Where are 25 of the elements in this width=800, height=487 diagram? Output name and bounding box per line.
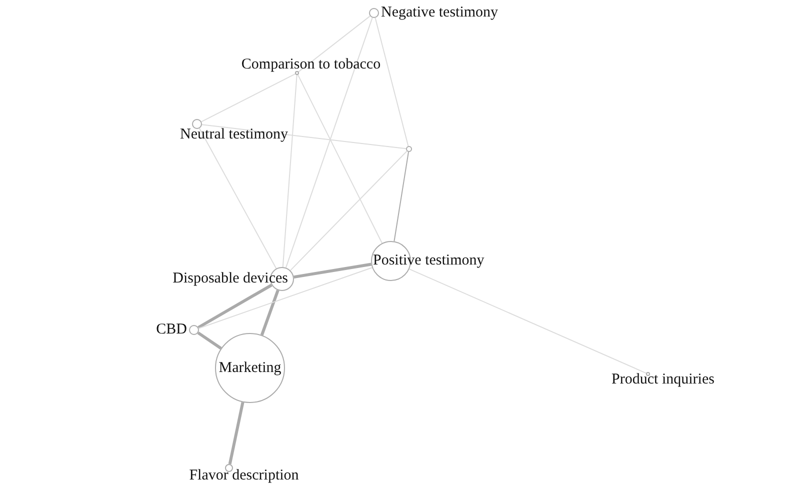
node-label: Negative testimony <box>381 6 498 20</box>
connector-line <box>198 128 277 269</box>
connector-line <box>198 267 373 329</box>
connector-line <box>198 284 272 329</box>
connector-line <box>260 290 280 336</box>
connector-line <box>285 17 373 268</box>
connector-line <box>200 73 296 122</box>
connector-line <box>374 17 409 147</box>
node-label: Product inquiries <box>612 372 714 388</box>
connector-line <box>394 151 410 242</box>
node-label: Disposable devices <box>172 272 288 286</box>
connector-line <box>408 268 647 374</box>
connector-line <box>197 332 222 350</box>
node-label: Marketing <box>218 358 282 378</box>
node-label: Flavor description <box>189 468 299 484</box>
node-label: Comparison to tobacco <box>241 58 381 72</box>
connector-line <box>201 124 407 150</box>
connector-line <box>228 402 244 464</box>
connector-line <box>297 74 383 244</box>
node-label: Neutral testimony <box>180 128 288 142</box>
connector-line <box>290 150 408 271</box>
node-label: CBD <box>156 322 187 338</box>
node-label: Positive testimony <box>373 254 484 268</box>
connector-line <box>282 74 298 268</box>
connector-line <box>298 16 371 72</box>
